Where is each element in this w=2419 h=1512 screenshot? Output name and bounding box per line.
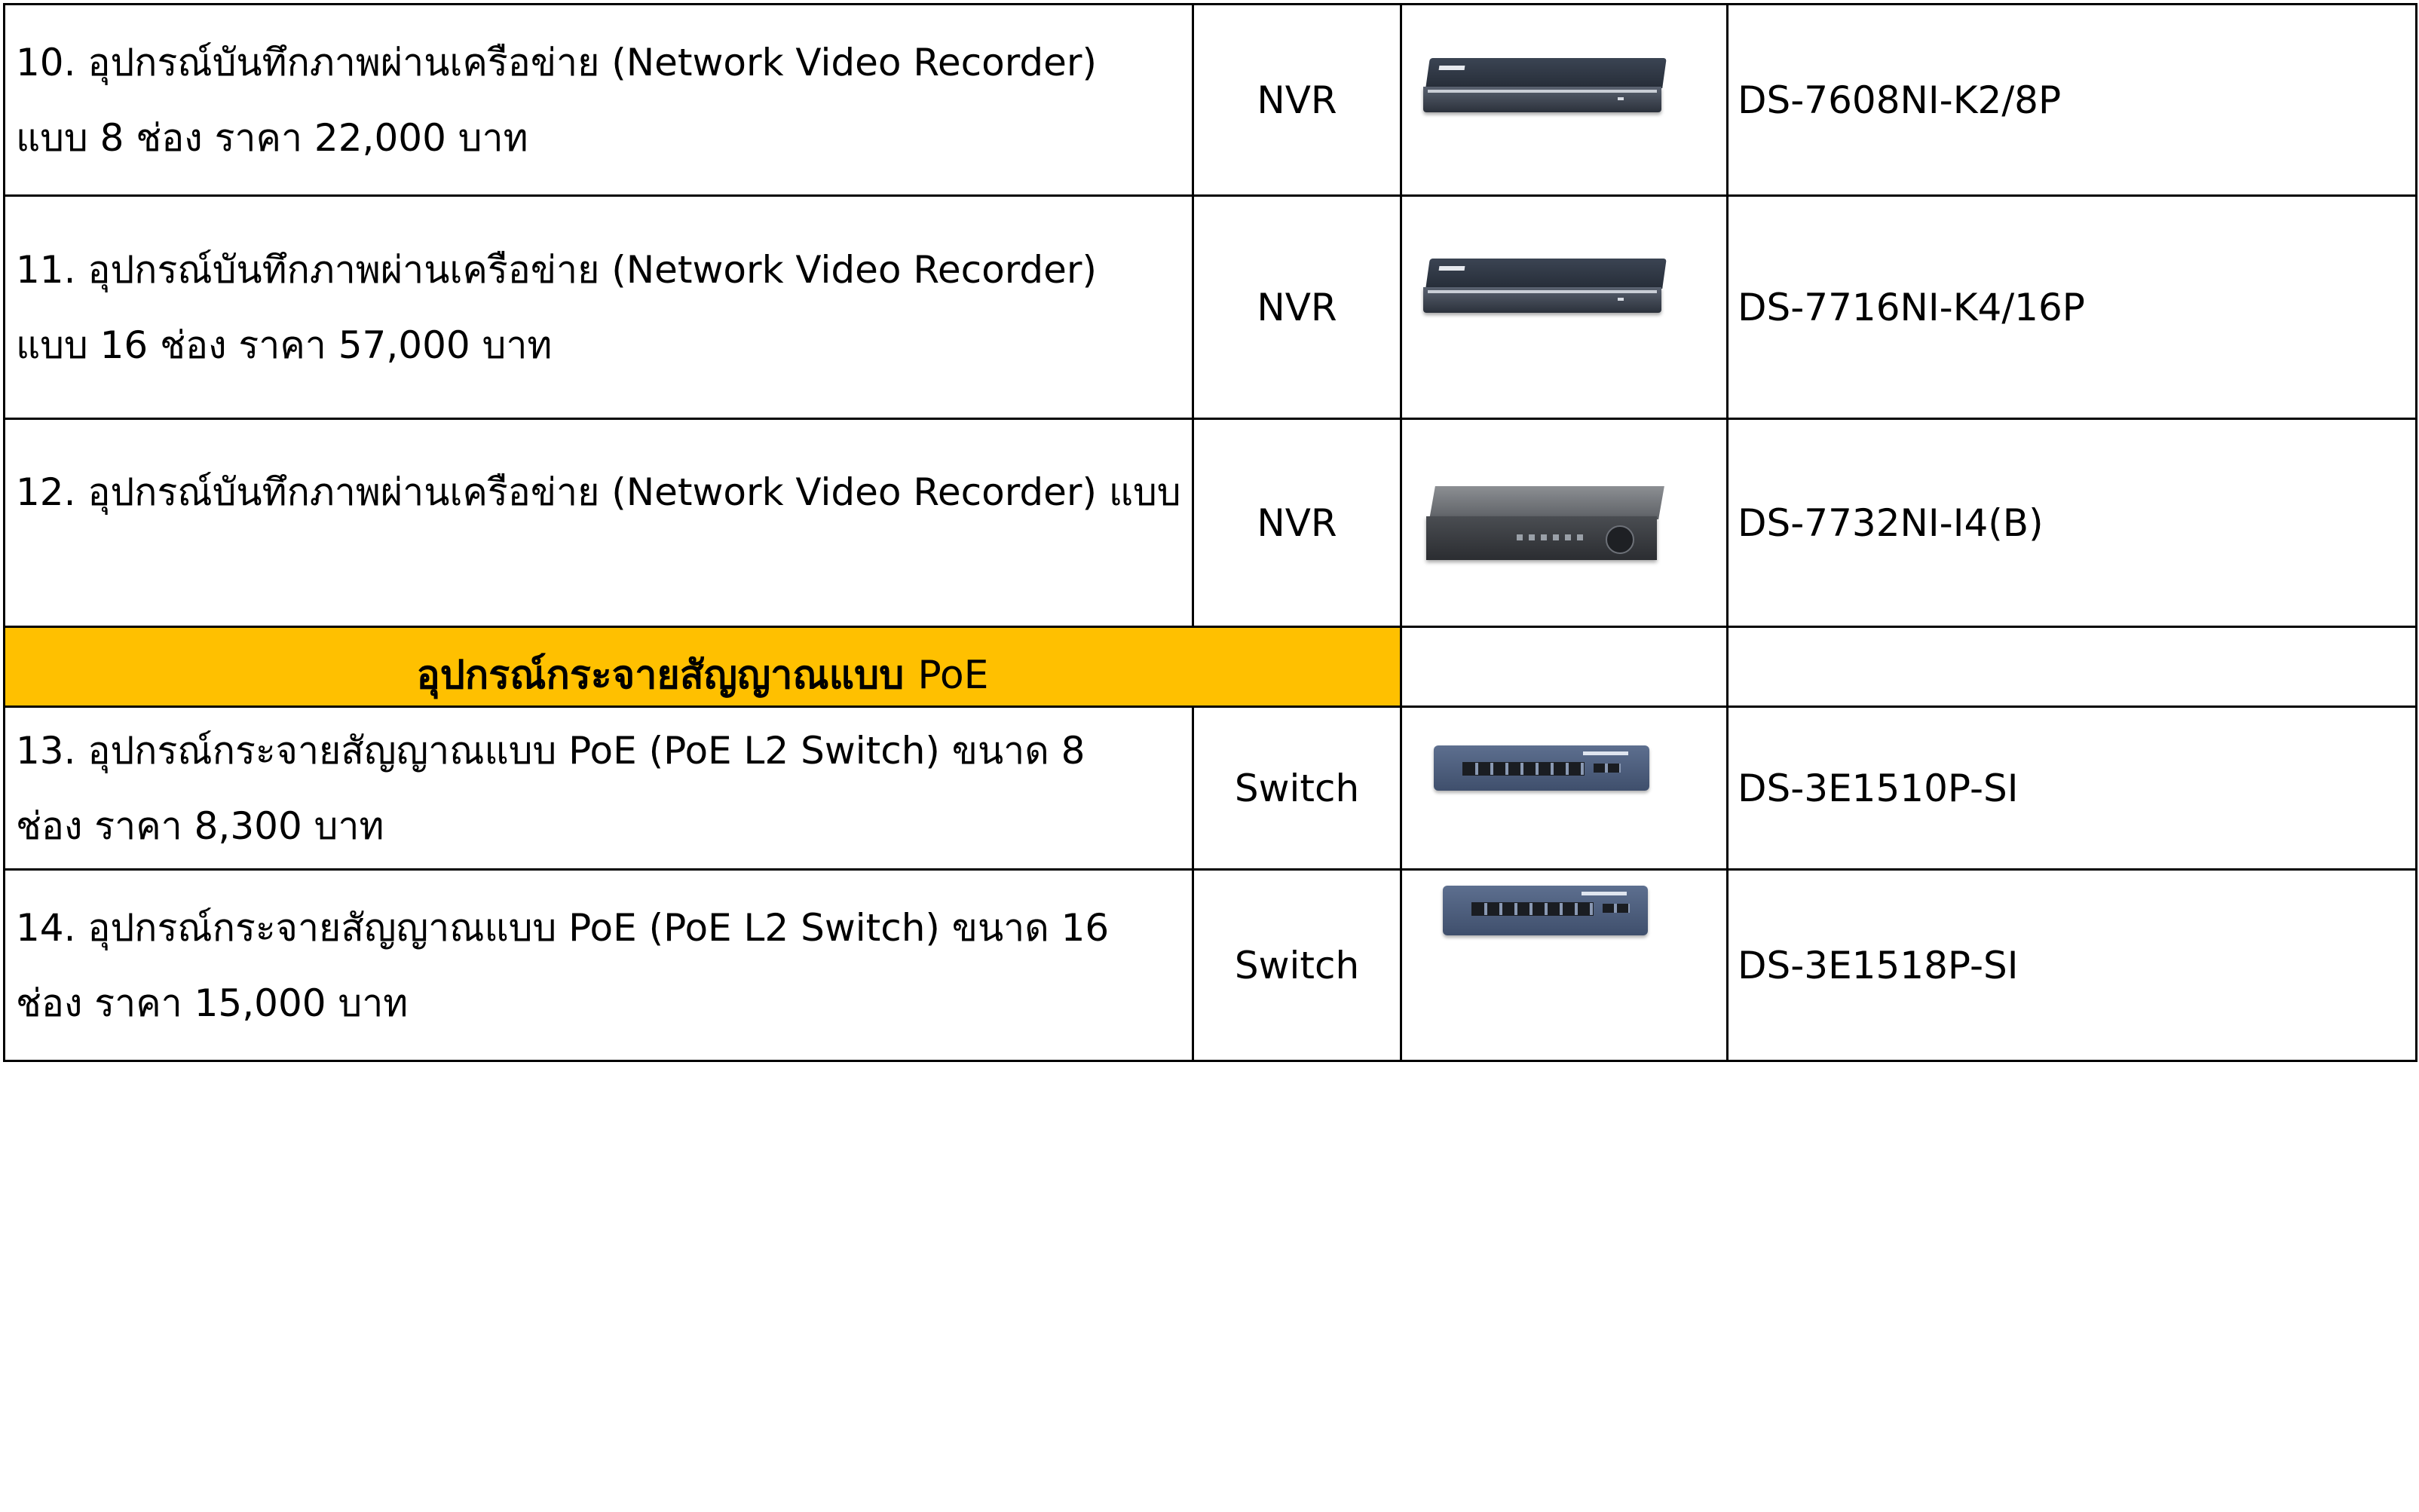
item-model: DS-7608NI-K2/8P xyxy=(1726,3,2417,197)
item-image-cell xyxy=(1400,194,1729,420)
item-model: DS-3E1518P-SI xyxy=(1726,868,2417,1062)
table-row: 13. อุปกรณ์กระจายสัญญาณแบบ PoE (PoE L2 S… xyxy=(3,705,2417,871)
item-description: 14. อุปกรณ์กระจายสัญญาณแบบ PoE (PoE L2 S… xyxy=(3,868,1194,1062)
description-line: 13. อุปกรณ์กระจายสัญญาณแบบ PoE (PoE L2 S… xyxy=(16,728,1085,773)
nvr-slim-image xyxy=(1423,259,1667,317)
table-row: 12. อุปกรณ์บันทึกภาพผ่านเครือข่าย (Netwo… xyxy=(3,418,2417,628)
description-line: 10. อุปกรณ์บันทึกภาพผ่านเครือข่าย (Netwo… xyxy=(16,40,1097,84)
description-line: แบบ 16 ช่อง ราคา 57,000 บาท xyxy=(16,323,553,367)
section-title-english: PoE xyxy=(917,653,989,698)
switch-image xyxy=(1434,745,1649,791)
switch-image xyxy=(1443,886,1648,935)
description-line: แบบ 8 ช่อง ราคา 22,000 บาท xyxy=(16,115,528,160)
item-description: 10. อุปกรณ์บันทึกภาพผ่านเครือข่าย (Netwo… xyxy=(3,3,1194,197)
item-image-cell xyxy=(1400,705,1729,871)
table-row: 14. อุปกรณ์กระจายสัญญาณแบบ PoE (PoE L2 S… xyxy=(3,868,2417,1062)
item-description: 12. อุปกรณ์บันทึกภาพผ่านเครือข่าย (Netwo… xyxy=(3,418,1194,628)
description-line: 12. อุปกรณ์บันทึกภาพผ่านเครือข่าย (Netwo… xyxy=(16,470,1181,514)
section-header-row: อุปกรณ์กระจายสัญญาณแบบ PoE xyxy=(3,626,2417,708)
item-description: 13. อุปกรณ์กระจายสัญญาณแบบ PoE (PoE L2 S… xyxy=(3,705,1194,871)
empty-cell xyxy=(1400,626,1729,708)
item-model: DS-7732NI-I4(B) xyxy=(1726,418,2417,628)
description-line: 14. อุปกรณ์กระจายสัญญาณแบบ PoE (PoE L2 S… xyxy=(16,905,1110,950)
table-row: 11. อุปกรณ์บันทึกภาพผ่านเครือข่าย (Netwo… xyxy=(3,194,2417,420)
item-model: DS-3E1510P-SI xyxy=(1726,705,2417,871)
item-image-cell xyxy=(1400,418,1729,628)
section-title-thai: อุปกรณ์กระจายสัญญาณแบบ xyxy=(416,653,905,698)
item-image-cell xyxy=(1400,3,1729,197)
item-type: NVR xyxy=(1192,418,1402,628)
item-type: NVR xyxy=(1192,194,1402,420)
section-title: อุปกรณ์กระจายสัญญาณแบบ PoE xyxy=(3,626,1402,708)
item-model: DS-7716NI-K4/16P xyxy=(1726,194,2417,420)
description-line: ช่อง ราคา 15,000 บาท xyxy=(16,981,409,1025)
description-line: 11. อุปกรณ์บันทึกภาพผ่านเครือข่าย (Netwo… xyxy=(16,247,1097,292)
empty-cell xyxy=(1726,626,2417,708)
nvr-box-image xyxy=(1426,486,1664,562)
table-row: 10. อุปกรณ์บันทึกภาพผ่านเครือข่าย (Netwo… xyxy=(3,3,2417,197)
equipment-table: 10. อุปกรณ์บันทึกภาพผ่านเครือข่าย (Netwo… xyxy=(3,3,2417,1062)
description-line: ช่อง ราคา 8,300 บาท xyxy=(16,803,384,848)
item-description: 11. อุปกรณ์บันทึกภาพผ่านเครือข่าย (Netwo… xyxy=(3,194,1194,420)
item-type: NVR xyxy=(1192,3,1402,197)
nvr-slim-image xyxy=(1423,58,1667,117)
item-type: Switch xyxy=(1192,705,1402,871)
item-type: Switch xyxy=(1192,868,1402,1062)
item-image-cell xyxy=(1400,868,1729,1062)
